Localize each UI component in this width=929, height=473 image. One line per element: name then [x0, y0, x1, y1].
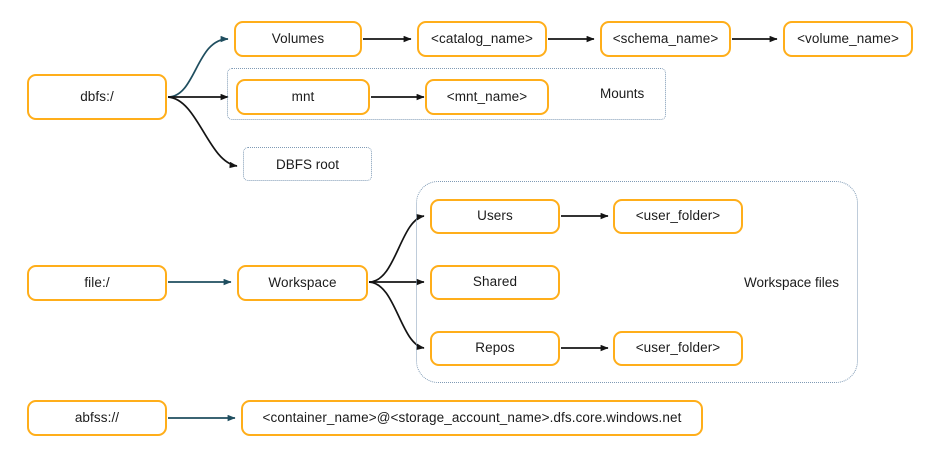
- node-mnt[interactable]: mnt: [236, 79, 370, 115]
- dbfs-root-group-box: DBFS root: [243, 147, 372, 181]
- node-workspace[interactable]: Workspace: [237, 265, 368, 301]
- node-repos-user-folder[interactable]: <user_folder>: [613, 331, 743, 366]
- node-schema-name[interactable]: <schema_name>: [600, 21, 731, 57]
- node-users-user-folder[interactable]: <user_folder>: [613, 199, 743, 234]
- node-volumes[interactable]: Volumes: [234, 21, 362, 57]
- workspace-files-group-label: Workspace files: [744, 275, 840, 290]
- node-repos[interactable]: Repos: [430, 331, 560, 366]
- node-shared[interactable]: Shared: [430, 265, 560, 300]
- node-mnt-name[interactable]: <mnt_name>: [425, 79, 549, 115]
- edge-dbfs-to-volumes: [167, 35, 229, 98]
- node-dbfs-scheme[interactable]: dbfs:/: [27, 74, 167, 120]
- node-abfss-scheme[interactable]: abfss://: [27, 400, 167, 436]
- node-abfss-path[interactable]: <container_name>@<storage_account_name>.…: [241, 400, 703, 436]
- node-file-scheme[interactable]: file:/: [27, 265, 167, 301]
- node-catalog-name[interactable]: <catalog_name>: [417, 21, 547, 57]
- node-volume-name[interactable]: <volume_name>: [783, 21, 913, 57]
- node-users[interactable]: Users: [430, 199, 560, 234]
- mounts-group-label: Mounts: [600, 86, 645, 101]
